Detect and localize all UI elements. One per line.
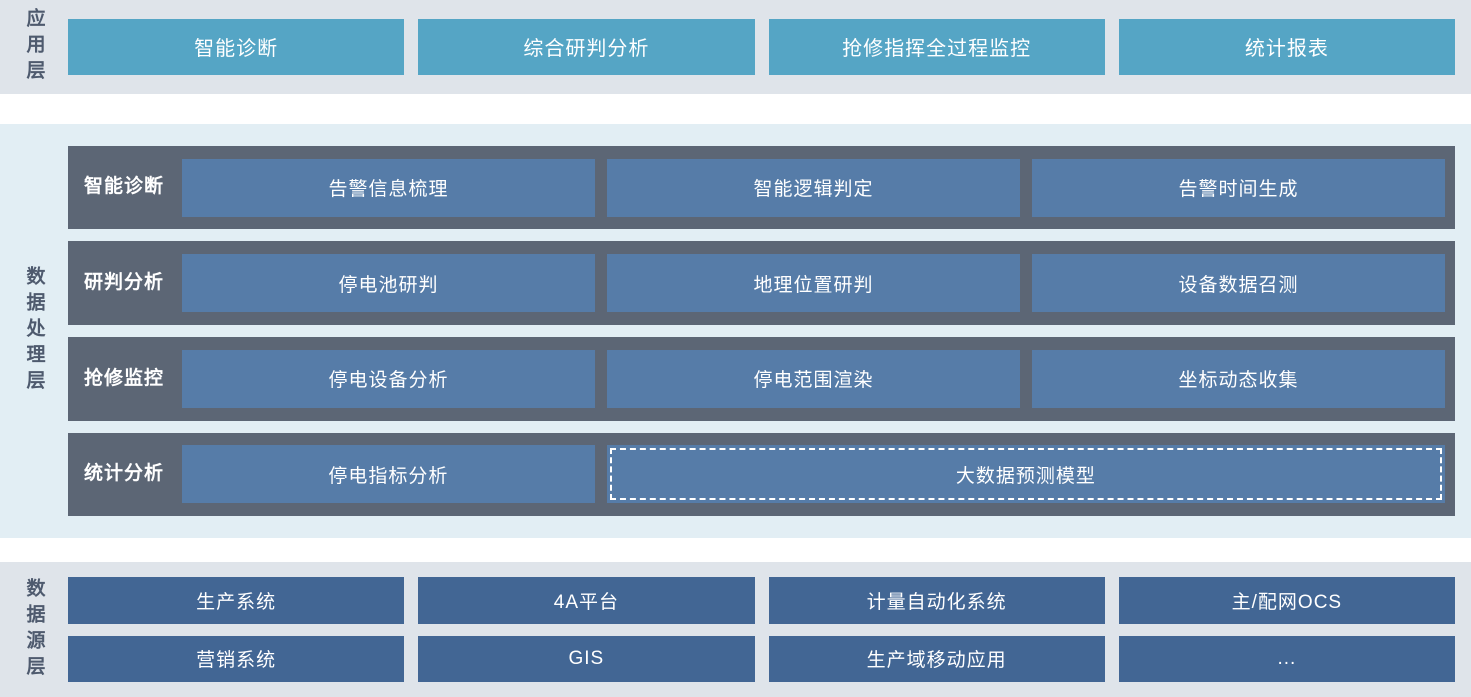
data-source-rows: 生产系统 4A平台 计量自动化系统 主/配网OCS 营销系统 GIS 生产域移动… [68, 562, 1471, 697]
src-tile-marketing-system[interactable]: 营销系统 [68, 635, 405, 682]
data-source-layer-band: 数据源层 生产系统 4A平台 计量自动化系统 主/配网OCS 营销系统 GIS … [0, 562, 1471, 697]
proc-row-label-research-analysis: 研判分析 [83, 272, 164, 294]
proc-tile-outage-device-analysis[interactable]: 停电设备分析 [182, 349, 595, 408]
proc-tile-outage-pool-analysis[interactable]: 停电池研判 [182, 254, 595, 313]
application-layer-tiles: 智能诊断 综合研判分析 抢修指挥全过程监控 统计报表 [68, 0, 1471, 94]
src-tile-4a-platform[interactable]: 4A平台 [418, 577, 755, 624]
proc-row-repair-monitoring: 抢修监控 停电设备分析 停电范围渲染 坐标动态收集 [68, 337, 1455, 421]
proc-tile-alarm-info-sorting[interactable]: 告警信息梳理 [182, 158, 595, 217]
app-tile-statistical-report[interactable]: 统计报表 [1118, 18, 1455, 75]
proc-row-tiles: 停电池研判 地理位置研判 设备数据召测 [182, 254, 1445, 313]
band-separator-lower [0, 538, 1471, 563]
application-layer-label: 应用层 [0, 0, 68, 94]
proc-row-tiles: 告警信息梳理 智能逻辑判定 告警时间生成 [182, 158, 1445, 217]
data-source-layer-label-text: 数据源层 [23, 577, 45, 682]
src-tile-production-mobile-app[interactable]: 生产域移动应用 [768, 635, 1105, 682]
proc-row-statistical-analysis: 统计分析 停电指标分析 大数据预测模型 [68, 432, 1455, 517]
src-tile-production-system[interactable]: 生产系统 [68, 577, 405, 624]
application-layer-band: 应用层 智能诊断 综合研判分析 抢修指挥全过程监控 统计报表 [0, 0, 1471, 94]
proc-tile-device-data-retrieval[interactable]: 设备数据召测 [1032, 254, 1445, 313]
src-tile-main-distribution-ocs[interactable]: 主/配网OCS [1118, 577, 1455, 624]
src-row-top: 生产系统 4A平台 计量自动化系统 主/配网OCS [68, 577, 1455, 624]
proc-row-tiles: 停电设备分析 停电范围渲染 坐标动态收集 [182, 349, 1445, 408]
data-processing-rows: 智能诊断 告警信息梳理 智能逻辑判定 告警时间生成 研判分析 停电池研判 地理位… [68, 124, 1471, 538]
data-source-layer-label: 数据源层 [0, 562, 68, 697]
app-tile-repair-monitoring[interactable]: 抢修指挥全过程监控 [768, 18, 1105, 75]
proc-row-tiles: 停电指标分析 大数据预测模型 [182, 445, 1445, 504]
data-processing-layer-band: 数据处理层 智能诊断 告警信息梳理 智能逻辑判定 告警时间生成 研判分析 停电池… [0, 123, 1471, 539]
proc-tile-geographic-location-analysis[interactable]: 地理位置研判 [607, 254, 1020, 313]
src-row-bottom: 营销系统 GIS 生产域移动应用 ... [68, 635, 1455, 682]
proc-tile-coordinate-dynamic-collection[interactable]: 坐标动态收集 [1032, 349, 1445, 408]
band-separator-upper [0, 93, 1471, 124]
proc-row-label-statistical-analysis: 统计分析 [83, 463, 164, 485]
proc-tile-big-data-prediction-model[interactable]: 大数据预测模型 [606, 445, 1445, 504]
app-tile-comprehensive-analysis[interactable]: 综合研判分析 [418, 18, 755, 75]
proc-row-label-intelligent-diagnosis: 智能诊断 [83, 176, 164, 198]
proc-row-research-analysis: 研判分析 停电池研判 地理位置研判 设备数据召测 [68, 241, 1455, 326]
data-processing-layer-label: 数据处理层 [0, 123, 68, 539]
proc-tile-outage-index-analysis[interactable]: 停电指标分析 [182, 445, 595, 504]
proc-tile-intelligent-logic-judgment[interactable]: 智能逻辑判定 [607, 158, 1020, 217]
src-tile-more[interactable]: ... [1118, 635, 1455, 682]
proc-row-label-repair-monitoring: 抢修监控 [83, 367, 164, 389]
data-processing-layer-label-text: 数据处理层 [23, 266, 45, 397]
app-tile-intelligent-diagnosis[interactable]: 智能诊断 [68, 18, 405, 75]
proc-row-intelligent-diagnosis: 智能诊断 告警信息梳理 智能逻辑判定 告警时间生成 [68, 145, 1455, 230]
application-layer-label-text: 应用层 [23, 7, 45, 86]
src-tile-metering-automation-system[interactable]: 计量自动化系统 [768, 577, 1105, 624]
proc-tile-alarm-time-generation[interactable]: 告警时间生成 [1032, 158, 1445, 217]
proc-tile-outage-scope-rendering[interactable]: 停电范围渲染 [607, 349, 1020, 408]
src-tile-gis[interactable]: GIS [418, 635, 755, 682]
